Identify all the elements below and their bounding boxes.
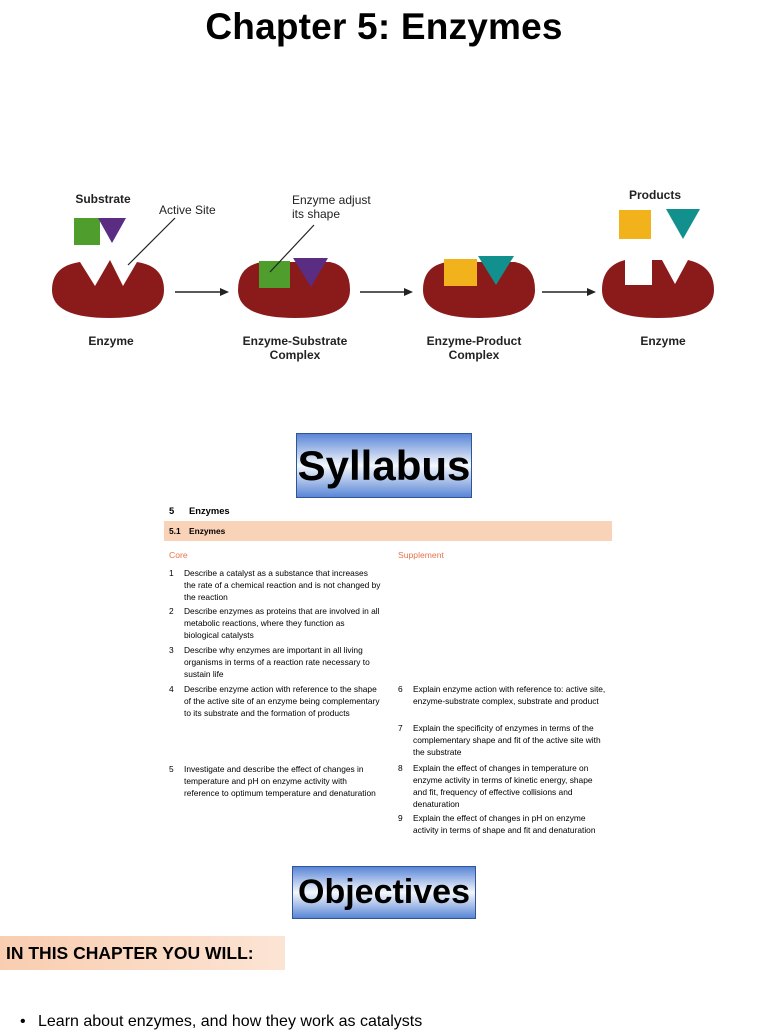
subsection-number: 5.1 — [169, 526, 181, 536]
enzyme-shape — [602, 260, 714, 318]
core-item: 5 Investigate and describe the effect of… — [169, 763, 381, 799]
enzyme-adjust-label-line1: Enzyme adjust — [292, 193, 371, 207]
enzyme-label-left: Enzyme — [88, 334, 134, 348]
enzyme-adjust-label-line2: its shape — [292, 207, 340, 221]
page-title: Chapter 5: Enzymes — [205, 6, 563, 47]
item-text: Investigate and describe the effect of c… — [184, 764, 376, 798]
item-number: 3 — [169, 645, 174, 655]
bullet-text: Learn about enzymes, and how they work a… — [38, 1013, 423, 1030]
core-item: 2 Describe enzymes as proteins that are … — [169, 605, 381, 641]
item-number: 4 — [169, 684, 174, 694]
ep-complex-label-line2: Complex — [449, 348, 500, 362]
section-number: 5 — [169, 505, 175, 516]
product-triangle — [666, 209, 700, 239]
es-complex-label-line2: Complex — [270, 348, 321, 362]
objectives-banner: Objectives — [292, 866, 476, 919]
item-number: 9 — [398, 813, 403, 823]
core-item: 1 Describe a catalyst as a substance tha… — [169, 567, 381, 603]
enzyme-shape — [423, 262, 535, 318]
subsection-heading: 5.1 Enzymes — [164, 521, 612, 541]
enzyme-shape — [52, 260, 164, 318]
product-square — [444, 259, 477, 286]
item-number: 2 — [169, 606, 174, 616]
supplement-item: 9 Explain the effect of changes in pH on… — [398, 812, 608, 836]
list-item: • Learn about enzymes, and how they work … — [20, 1013, 422, 1031]
substrate-triangle — [293, 258, 328, 287]
item-text: Describe why enzymes are important in al… — [184, 645, 370, 679]
item-text: Describe a catalyst as a substance that … — [184, 568, 381, 602]
item-number: 6 — [398, 684, 403, 694]
arrowhead — [220, 288, 229, 296]
core-item: 4 Describe enzyme action with reference … — [169, 683, 381, 719]
es-complex-label-line1: Enzyme-Substrate — [243, 334, 348, 348]
enzyme-action-diagram: Substrate Active Site Enzyme Enzyme adju… — [52, 188, 714, 362]
adjust-pointer — [269, 224, 315, 273]
enzyme-label-right: Enzyme — [640, 334, 686, 348]
section-heading: 5 Enzymes — [164, 505, 612, 521]
enzyme-shape — [238, 262, 350, 318]
arrowhead — [404, 288, 413, 296]
supplement-item: 8 Explain the effect of changes in tempe… — [398, 762, 608, 810]
products-label: Products — [629, 188, 681, 202]
supplement-heading: Supplement — [398, 550, 444, 560]
substrate-square — [74, 218, 100, 245]
item-text: Explain the specificity of enzymes in te… — [413, 723, 601, 757]
item-text: Describe enzyme action with reference to… — [184, 684, 380, 718]
item-text: Explain the effect of changes in pH on e… — [413, 813, 596, 835]
core-heading: Core — [169, 550, 188, 560]
substrate-label: Substrate — [75, 192, 131, 206]
item-number: 8 — [398, 763, 403, 773]
product-square — [619, 210, 651, 239]
item-text: Explain enzyme action with reference to:… — [413, 684, 606, 706]
subsection-title: Enzymes — [189, 526, 226, 536]
section-title: Enzymes — [189, 505, 230, 516]
arrowhead — [587, 288, 596, 296]
item-number: 5 — [169, 764, 174, 774]
item-text: Explain the effect of changes in tempera… — [413, 763, 593, 809]
ep-complex-label-line1: Enzyme-Product — [427, 334, 522, 348]
active-site-label: Active Site — [159, 203, 216, 217]
supplement-item: 6 Explain enzyme action with reference t… — [398, 683, 608, 707]
bullet-icon: • — [20, 1013, 26, 1030]
substrate-square — [259, 261, 290, 288]
item-text: Describe enzymes as proteins that are in… — [184, 606, 380, 640]
item-number: 1 — [169, 568, 174, 578]
syllabus-banner: Syllabus — [296, 433, 472, 498]
supplement-item: 7 Explain the specificity of enzymes in … — [398, 722, 608, 758]
core-item: 3 Describe why enzymes are important in … — [169, 644, 381, 680]
item-number: 7 — [398, 723, 403, 733]
product-triangle — [478, 256, 514, 285]
active-site-pointer — [127, 217, 176, 266]
substrate-triangle — [98, 218, 126, 243]
chapter-intro-heading: IN THIS CHAPTER YOU WILL: — [0, 936, 285, 970]
